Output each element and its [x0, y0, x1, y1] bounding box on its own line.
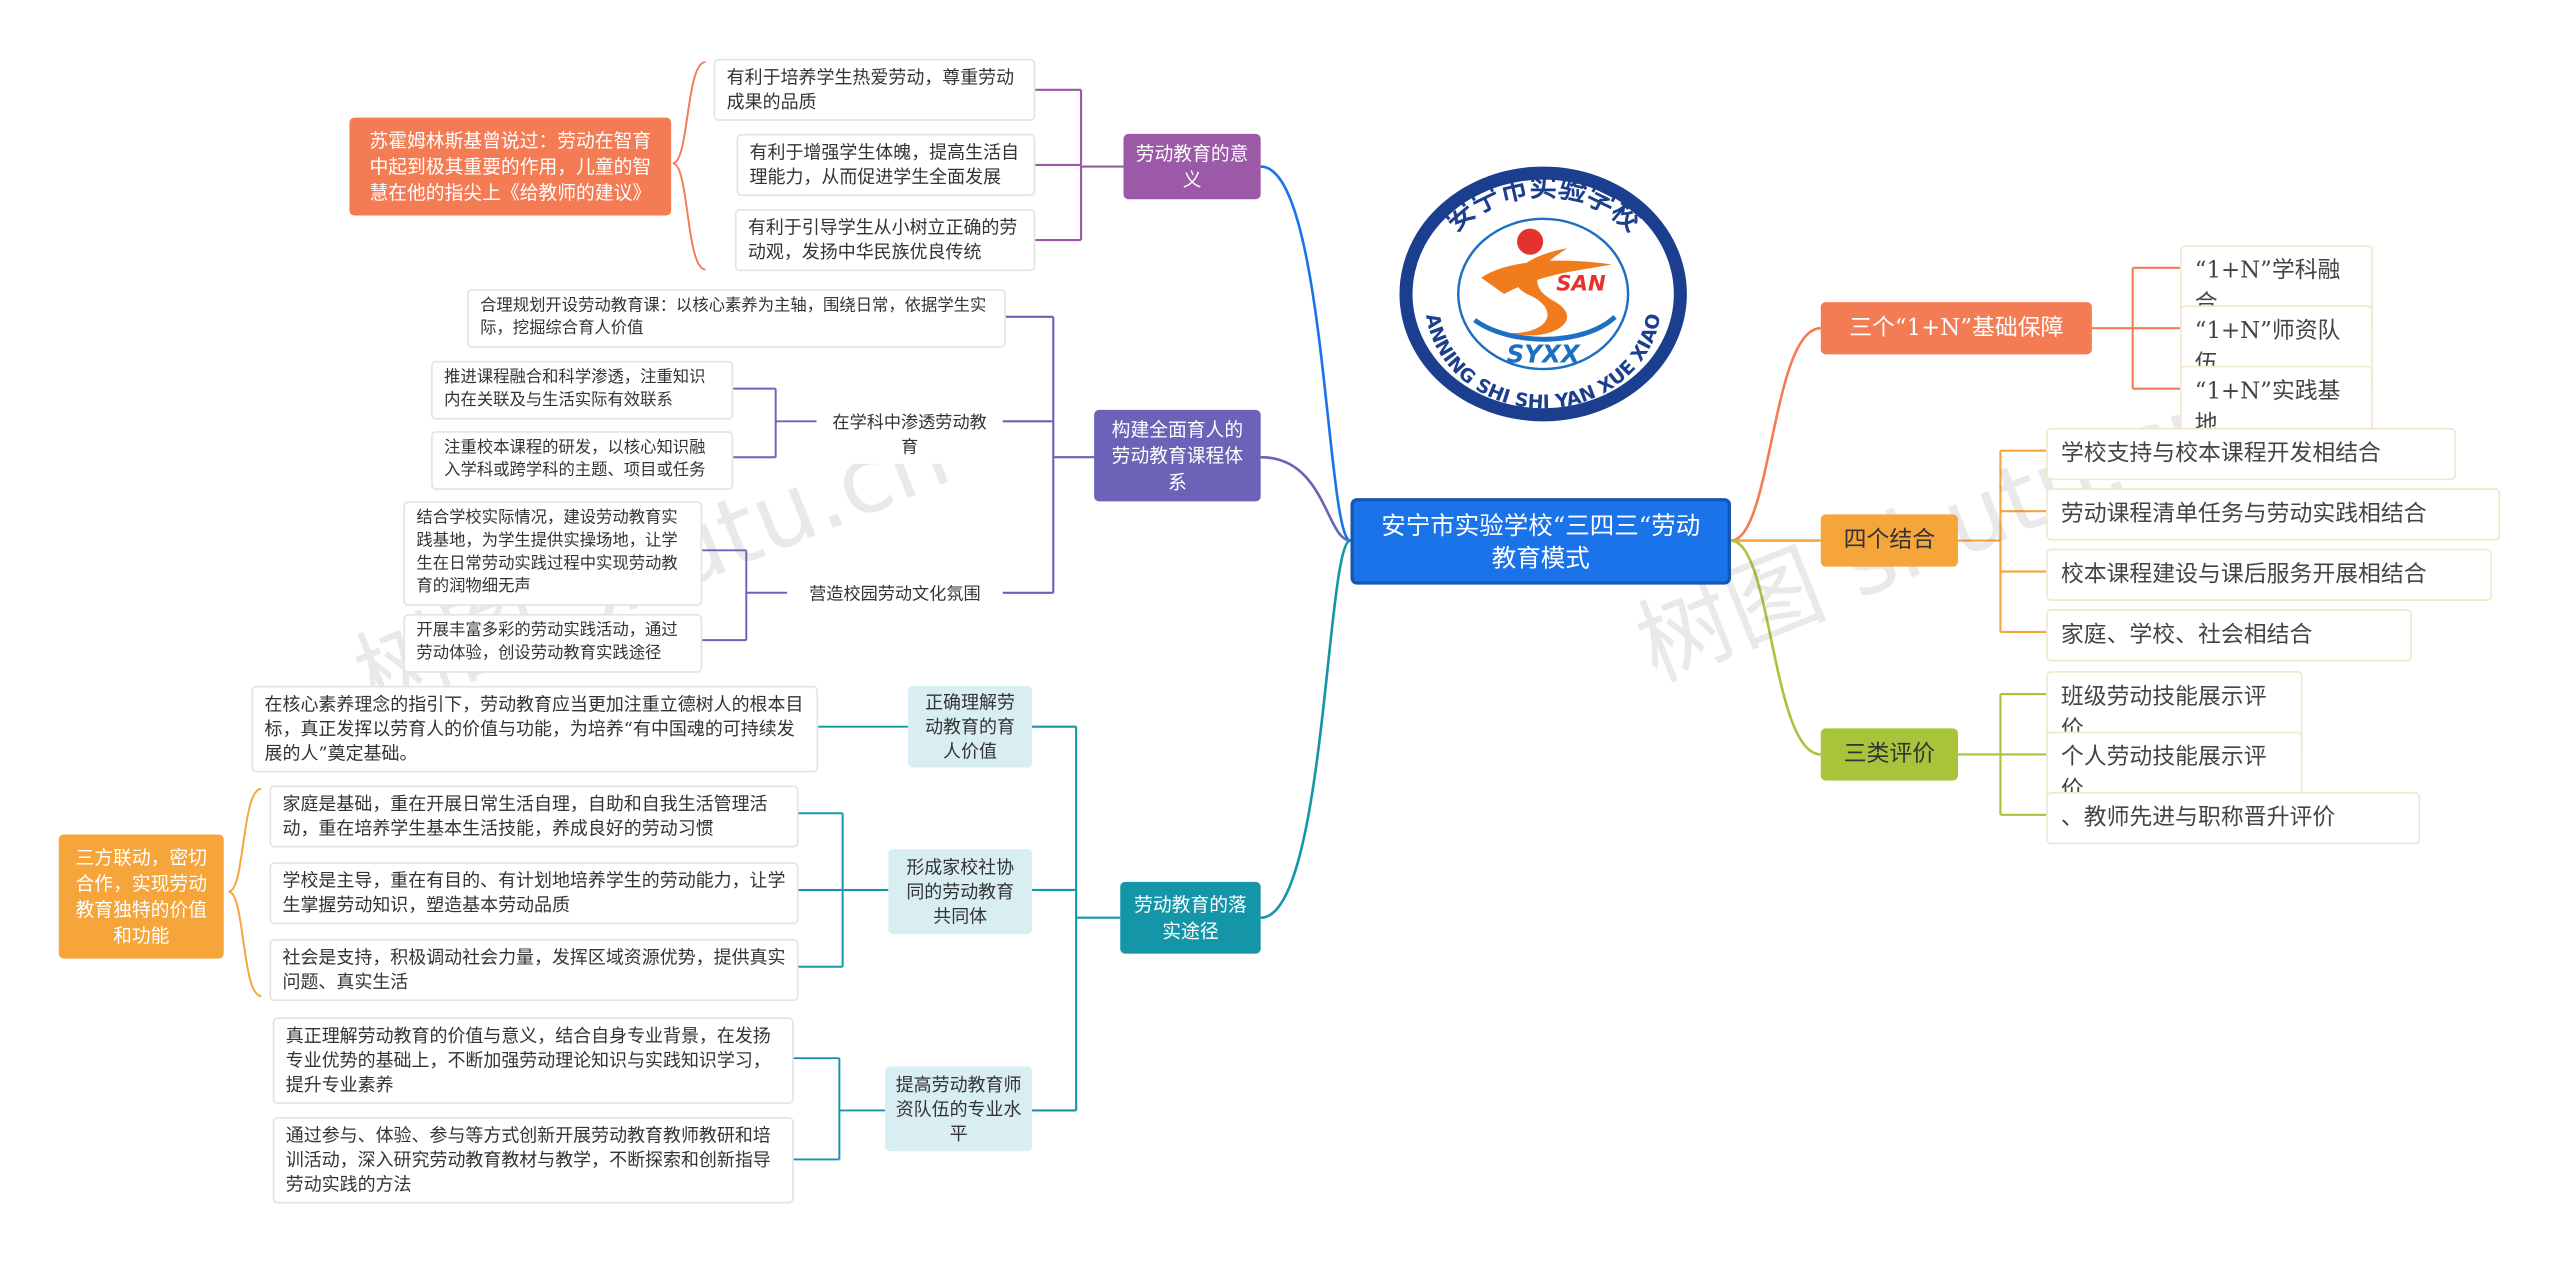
community-item-2[interactable]: 学校是主导，重在有目的、有计划地培养学生的劳动能力，让学生掌握劳动知识，塑造基本… [269, 862, 799, 925]
branch-combine[interactable]: 四个结合 [1820, 514, 1958, 567]
logo-abbr: SYXX [1507, 340, 1581, 369]
curriculum-sub-culture[interactable]: 营造校园劳动文化氛围 [787, 579, 1003, 611]
meaning-item-1[interactable]: 有利于培养学生热爱劳动，尊重劳动成果的品质 [713, 58, 1036, 121]
meaning-item-3[interactable]: 有利于引导学生从小树立正确的劳动观，发扬中华民族优良传统 [734, 209, 1036, 272]
community-item-3[interactable]: 社会是支持，积极调动社会力量，发挥区域资源优势，提供真实问题、真实生活 [269, 938, 799, 1002]
subject-item-2[interactable]: 注重校本课程的研发，以核心知识融入学科或跨学科的主题、项目或任务 [431, 431, 734, 490]
combine-item-2[interactable]: 劳动课程清单任务与劳动实践相结合 [2046, 488, 2501, 541]
school-logo: 安宁市实验学校 ANNING SHI SHI YAN XUE XIAO SAN … [1396, 163, 1690, 424]
branch-implementation[interactable]: 劳动教育的落实途径 [1120, 881, 1261, 954]
subject-item-1[interactable]: 推进课程融合和科学渗透，注重知识内在关联及与生活实际有效联系 [431, 360, 734, 420]
meaning-item-2[interactable]: 有利于增强学生体魄，提高生活自理能力，从而促进学生全面发展 [736, 133, 1036, 196]
combine-item-4[interactable]: 家庭、学校、社会相结合 [2046, 609, 2412, 662]
curriculum-sub-subject[interactable]: 在学科中渗透劳动教育 [816, 408, 1003, 464]
branch-curriculum[interactable]: 构建全面育人的劳动教育课程体系 [1094, 409, 1261, 502]
impl-sub-value[interactable]: 正确理解劳动教育的育人价值 [907, 685, 1033, 768]
meaning-note[interactable]: 苏霍姆林斯基曾说过：劳动在智育中起到极其重要的作用，儿童的智慧在他的指尖上《给教… [349, 117, 672, 216]
combine-item-1[interactable]: 学校支持与校本课程开发相结合 [2046, 427, 2457, 481]
impl-sub-community[interactable]: 形成家校社协同的劳动教育共同体 [888, 849, 1033, 935]
branch-guarantee[interactable]: 三个“1+N”基础保障 [1820, 302, 2092, 355]
logo-emblem-letters: SAN [1556, 272, 1606, 297]
teachers-item-1[interactable]: 真正理解劳动教育的价值与意义，结合自身专业背景，在发扬专业优势的基础上，不断加强… [272, 1017, 794, 1104]
impl-sub-teachers[interactable]: 提高劳动教育师资队伍的专业水平 [885, 1066, 1033, 1152]
evaluate-item-3[interactable]: 、教师先进与职称晋升评价 [2046, 792, 2421, 845]
culture-item-2[interactable]: 开展丰富多彩的劳动实践活动，通过劳动体验，创设劳动教育实践途径 [403, 614, 703, 673]
central-topic[interactable]: 安宁市实验学校“三四三“劳动教育模式 [1350, 498, 1731, 585]
curriculum-top-item[interactable]: 合理规划开设劳动教育课：以核心素养为主轴，围绕日常，依据学生实际，挖掘综合育人价… [467, 289, 1006, 348]
culture-item-1[interactable]: 结合学校实际情况，建设劳动教育实践基地，为学生提供实操场地，让学生在日常劳动实践… [403, 501, 703, 606]
community-item-1[interactable]: 家庭是基础，重在开展日常生活自理，自助和自我生活管理活动，重在培养学生基本生活技… [269, 785, 799, 848]
teachers-item-2[interactable]: 通过参与、体验、参与等方式创新开展劳动教育教师教研和培训活动，深入研究劳动教育教… [272, 1116, 794, 1204]
community-note[interactable]: 三方联动，密切合作，实现劳动教育独特的价值和功能 [58, 834, 224, 959]
combine-item-3[interactable]: 校本课程建设与课后服务开展相结合 [2046, 548, 2492, 601]
branch-evaluate[interactable]: 三类评价 [1820, 728, 1958, 781]
branch-meaning[interactable]: 劳动教育的意义 [1123, 133, 1261, 200]
value-item[interactable]: 在核心素养理念的指引下，劳动教育应当更加注重立德树人的根本目标，真正发挥以劳育人… [251, 685, 819, 773]
